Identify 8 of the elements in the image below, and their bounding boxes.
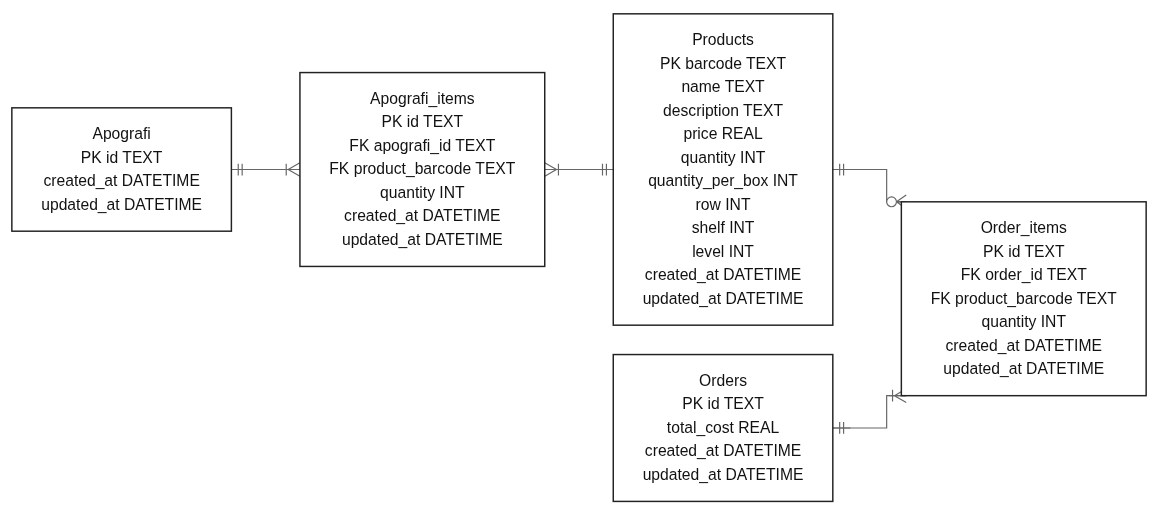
node-box: Apografi PK id TEXT created_at DATETIME updated_at DATETIME bbox=[11, 106, 233, 232]
connector bbox=[832, 388, 907, 435]
connector bbox=[544, 161, 614, 177]
node-box: Apografi_items PK id TEXT FK apografi_id TEXT FK product_barcode TEXT quantity INT created_at DATETIME updated_at DATETIME bbox=[299, 71, 546, 268]
node-box: Orders PK id TEXT total_cost REAL created_at DATETIME updated_at DATETIME bbox=[612, 353, 834, 503]
node-box: Order_items PK id TEXT FK order_id TEXT FK product_barcode TEXT quantity INT created_at DATETIME updated_at DATETIME bbox=[900, 200, 1147, 397]
connector bbox=[832, 162, 907, 210]
node-box: Products PK barcode TEXT name TEXT description TEXT price REAL quantity INT quantity_per_box INT row INT shelf INT level INT created_at DATETIME updated_at DATETIME bbox=[612, 12, 834, 326]
